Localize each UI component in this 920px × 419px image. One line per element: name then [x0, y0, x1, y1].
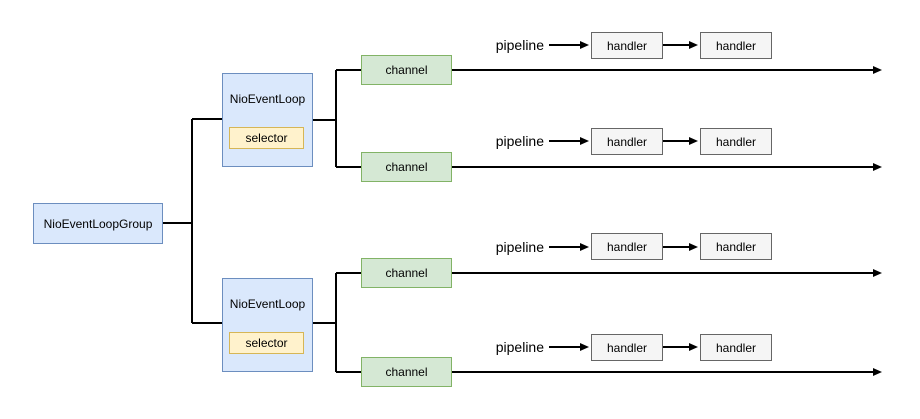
node-handler-2-1: handler: [591, 128, 663, 155]
node-handler-1-2: handler: [700, 32, 772, 59]
node-channel-4: channel: [361, 357, 452, 387]
pipeline-2-label: pipeline: [495, 133, 544, 149]
node-label: channel: [385, 266, 428, 280]
pipeline-1-label: pipeline: [495, 37, 544, 53]
node-label: channel: [385, 160, 428, 174]
node-channel-3: channel: [361, 258, 452, 288]
node-nio-event-loop-group: NioEventLoopGroup: [33, 203, 163, 244]
node-label: selector: [245, 336, 288, 350]
node-handler-3-2: handler: [700, 233, 772, 260]
node-handler-1-1: handler: [591, 32, 663, 59]
node-handler-4-2: handler: [700, 334, 772, 361]
node-label: selector: [245, 131, 288, 145]
node-channel-2: channel: [361, 152, 452, 182]
node-label: NioEventLoop: [229, 92, 306, 106]
node-label: handler: [606, 38, 648, 53]
node-label: NioEventLoop: [229, 297, 306, 311]
node-label: handler: [715, 239, 757, 254]
node-handler-4-1: handler: [591, 334, 663, 361]
node-label: NioEventLoopGroup: [43, 216, 153, 231]
node-channel-1: channel: [361, 55, 452, 85]
node-selector-1: selector: [229, 127, 304, 149]
node-label: handler: [606, 239, 648, 254]
node-nio-event-loop-1: NioEventLoop selector: [222, 73, 313, 167]
node-label: handler: [715, 340, 757, 355]
node-label: channel: [385, 63, 428, 77]
node-label: handler: [715, 38, 757, 53]
node-label: handler: [606, 134, 648, 149]
pipeline-4-label: pipeline: [495, 339, 544, 355]
node-label: handler: [606, 340, 648, 355]
node-label: handler: [715, 134, 757, 149]
node-nio-event-loop-2: NioEventLoop selector: [222, 278, 313, 372]
node-selector-2: selector: [229, 332, 304, 354]
node-handler-2-2: handler: [700, 128, 772, 155]
pipeline-3-label: pipeline: [495, 239, 544, 255]
node-label: channel: [385, 365, 428, 379]
node-handler-3-1: handler: [591, 233, 663, 260]
